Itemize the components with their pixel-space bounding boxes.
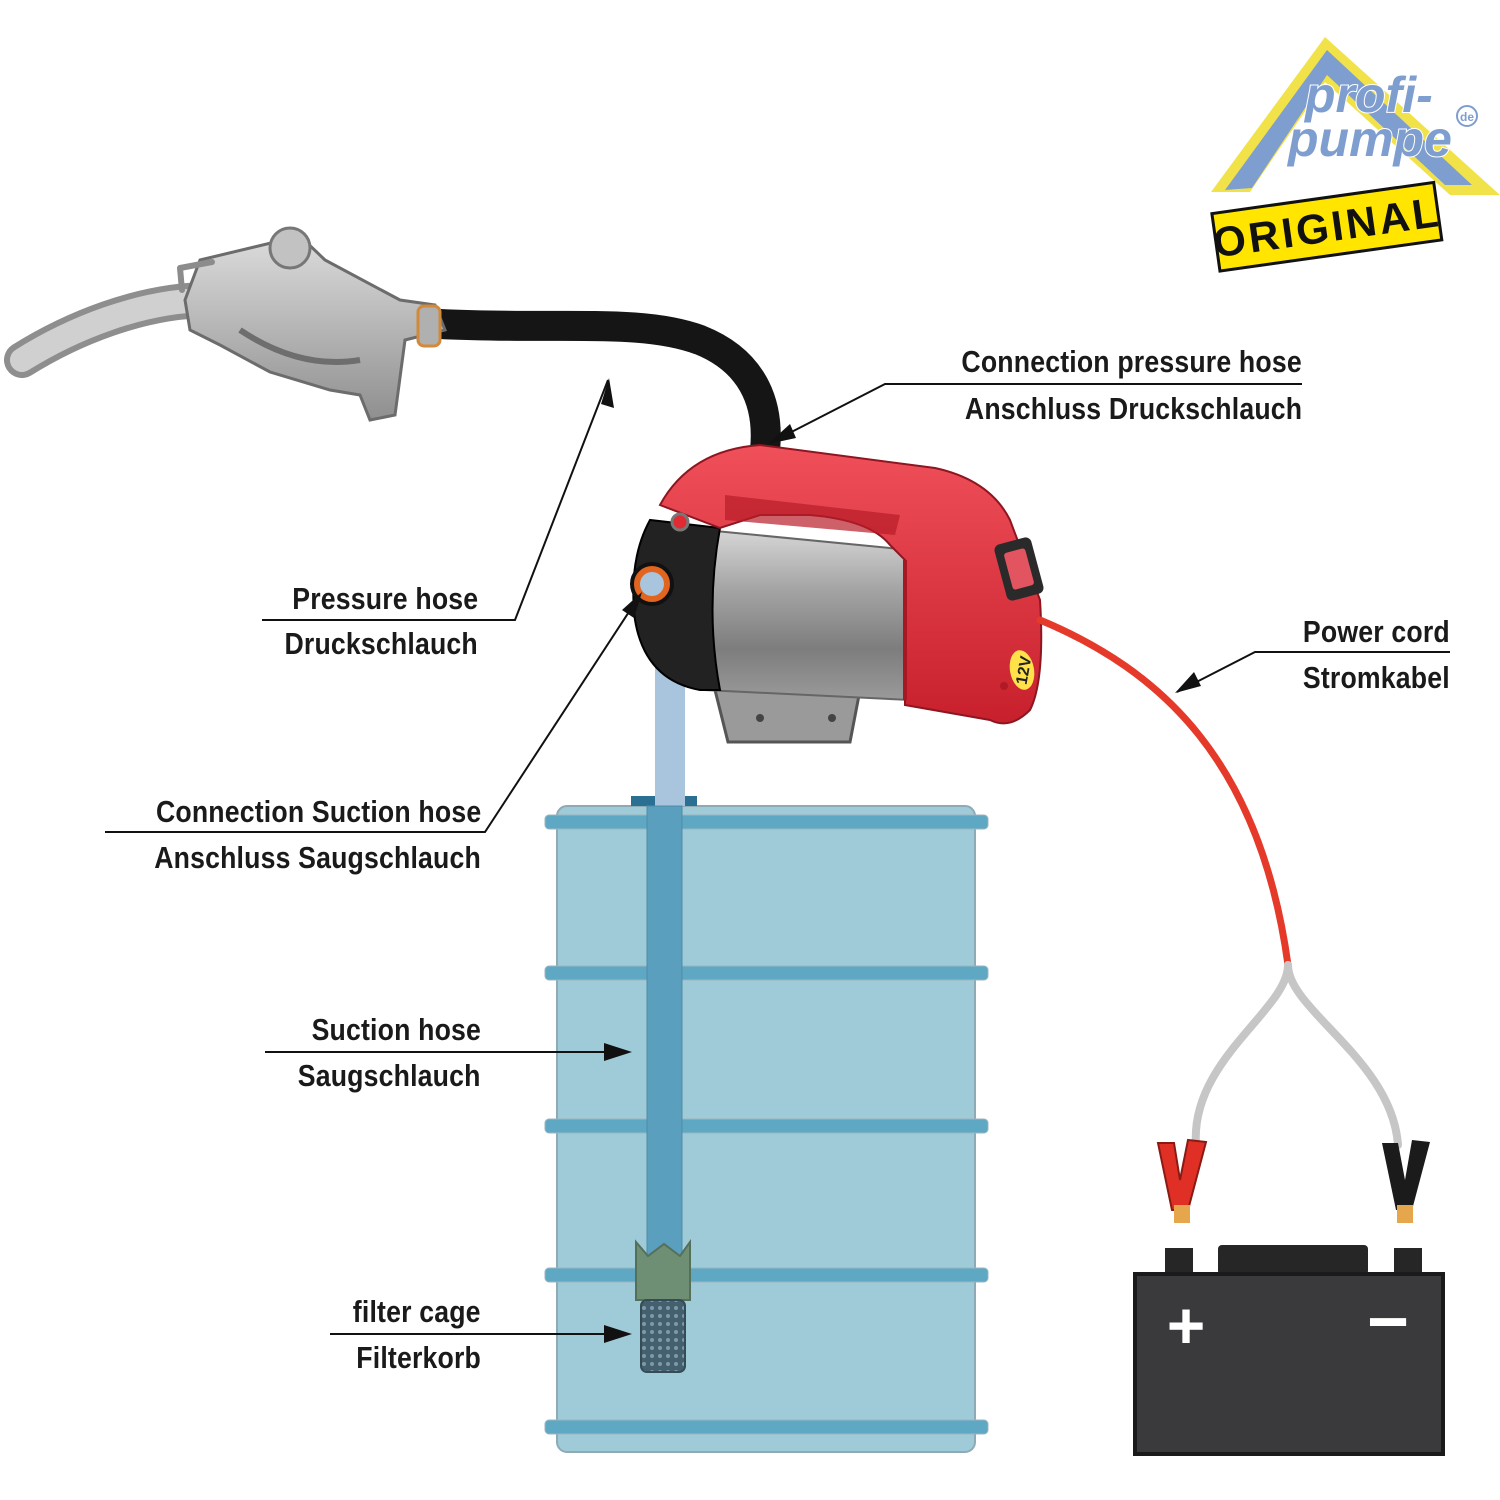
barrel-ring (544, 814, 989, 830)
label-filter-cage-en: filter cage (353, 1294, 481, 1329)
logo-word-pumpe: pumpe (1286, 111, 1452, 167)
logo-domain: de (1460, 110, 1474, 124)
fuel-nozzle (4, 226, 448, 422)
barrel (544, 796, 989, 1453)
label-pressure-hose-de: Druckschlauch (284, 626, 478, 661)
callout-power-cord (1176, 651, 1450, 693)
callout-connection-pressure-hose (769, 383, 1302, 444)
callouts (105, 378, 1450, 1343)
pressure-hose (425, 309, 781, 465)
label-connection-pressure-hose-de: Anschluss Druckschlauch (964, 391, 1302, 426)
label-pressure-hose-en: Pressure hose (291, 581, 478, 616)
power-cord (1036, 616, 1402, 1149)
label-connection-suction-hose-en: Connection Suction hose (155, 794, 481, 829)
callout-pressure-hose (262, 379, 609, 621)
callout-connection-suction-hose (105, 594, 641, 833)
pump: 12V (630, 443, 1044, 744)
barrel-ring (544, 1118, 989, 1134)
label-connection-pressure-hose-en: Connection pressure hose (961, 344, 1302, 379)
logo-word-profi: profi- (1303, 67, 1433, 123)
barrel-ring (544, 965, 989, 981)
battery-plus: + (1167, 1288, 1206, 1362)
black-clamp (1382, 1140, 1430, 1223)
brand-logo: profi- pumpe de ORIGINAL (1210, 37, 1500, 273)
red-clamp (1156, 1138, 1208, 1223)
label-suction-hose-en: Suction hose (311, 1012, 481, 1047)
label-suction-hose-de: Saugschlauch (298, 1058, 481, 1093)
voltage-badge: 12V (1014, 655, 1036, 686)
barrel-ring (544, 1267, 989, 1283)
battery: + − (1133, 1245, 1445, 1456)
label-power-cord-de: Stromkabel (1303, 660, 1450, 695)
barrel-ring (544, 1419, 989, 1435)
battery-minus: − (1367, 1282, 1409, 1362)
filter-cage (635, 1238, 691, 1373)
label-power-cord-en: Power cord (1303, 614, 1450, 649)
label-connection-suction-hose-de: Anschluss Saugschlauch (154, 840, 481, 875)
label-filter-cage-de: Filterkorb (356, 1340, 481, 1375)
